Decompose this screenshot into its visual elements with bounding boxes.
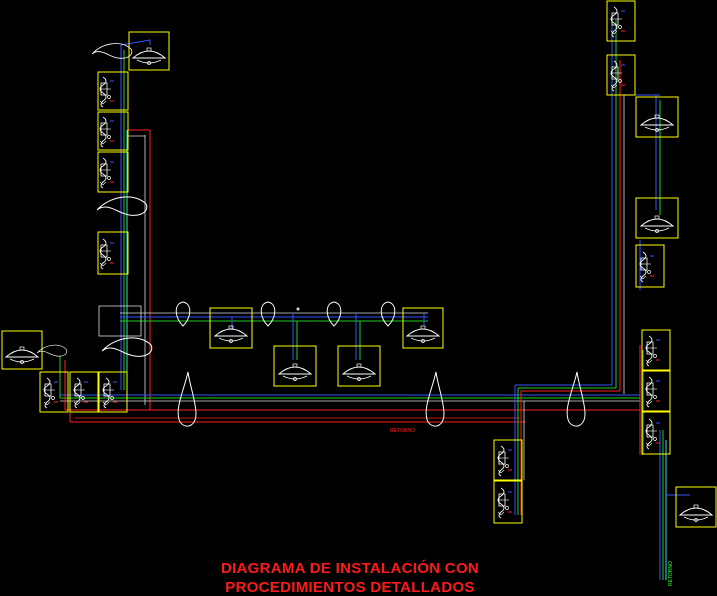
device-box-fr1 (641, 329, 671, 371)
lamp-box-m4 (402, 307, 444, 349)
lamp-box-fr (675, 486, 717, 528)
device-box-l1 (97, 71, 129, 111)
switch-device-icon (610, 60, 626, 92)
ceiling-lamp-icon (278, 363, 312, 381)
lamp-box-top-left (128, 31, 170, 71)
switch-device-icon (645, 376, 661, 408)
switch-device-icon (99, 76, 115, 108)
lamp-box-m3 (337, 345, 381, 387)
ceiling-lamp-icon (406, 325, 440, 343)
device-box-l3 (97, 151, 129, 193)
loop-arc-icon (91, 43, 133, 59)
device-box-r3 (635, 244, 665, 288)
loop-arc-icon (175, 301, 191, 327)
device-box-fr3 (641, 411, 671, 455)
loop-arc-icon (36, 344, 68, 357)
switch-loops (36, 43, 586, 427)
device-box-b3 (98, 371, 128, 413)
device-box-r2 (606, 54, 636, 96)
device-box-b2 (69, 371, 99, 413)
loop-arc-icon (260, 301, 276, 327)
lamp-box-m2 (273, 345, 317, 387)
diagram-title-line1: DIAGRAMA DE INSTALACIÓN CON (220, 560, 480, 577)
switch-device-icon (99, 116, 115, 148)
device-box-l4 (97, 231, 129, 275)
lamp-box-far-left (1, 330, 43, 370)
loop-arc-icon (96, 196, 148, 216)
device-box-bc2 (493, 480, 523, 524)
switch-device-icon (497, 445, 513, 477)
switch-device-icon (610, 6, 626, 38)
device-box-b1 (39, 371, 69, 413)
vertical-label: RETORNO (668, 561, 674, 586)
retorno-label: RETORNO (390, 428, 415, 434)
switch-device-icon (73, 377, 89, 409)
wall-devices (43, 6, 661, 519)
switch-device-icon (645, 418, 661, 450)
device-box-bc1 (493, 439, 523, 481)
switch-device-icon (99, 238, 115, 270)
switch-device-icon (645, 335, 661, 367)
lamp-box-r1 (635, 96, 679, 138)
ceiling-lamp-icon (132, 47, 166, 65)
device-box-l2 (97, 111, 129, 151)
ceiling-lamps (5, 47, 713, 522)
device-box-r1 (606, 0, 636, 42)
ceiling-lamp-icon (679, 504, 713, 522)
ceiling-lamp-icon (5, 346, 39, 364)
lamp-box-m1 (209, 307, 253, 349)
junction-box (98, 305, 142, 337)
loop-arc-icon (326, 301, 342, 327)
device-box-fr2 (641, 370, 671, 412)
ceiling-lamp-icon (342, 363, 376, 381)
lamp-box-r2 (635, 197, 679, 239)
switch-device-icon (497, 487, 513, 519)
switch-device-icon (99, 157, 115, 189)
wiring-left-vertical (120, 39, 151, 410)
ceiling-lamp-icon (640, 114, 674, 132)
loop-arc-icon (566, 371, 586, 427)
switch-device-icon (43, 377, 59, 409)
wiring-far-right: RETORNO (639, 345, 690, 586)
ceiling-lamp-icon (640, 215, 674, 233)
ceiling-lamp-icon (214, 325, 248, 343)
diagram-title-line2: PROCEDIMIENTOS DETALLADOS (225, 579, 475, 596)
wiring-right-riser (514, 20, 661, 515)
switch-device-icon (639, 251, 655, 283)
wiring-main-bus: RETORNO (59, 355, 640, 434)
switch-device-icon (102, 377, 118, 409)
loop-arc-icon (380, 301, 396, 327)
